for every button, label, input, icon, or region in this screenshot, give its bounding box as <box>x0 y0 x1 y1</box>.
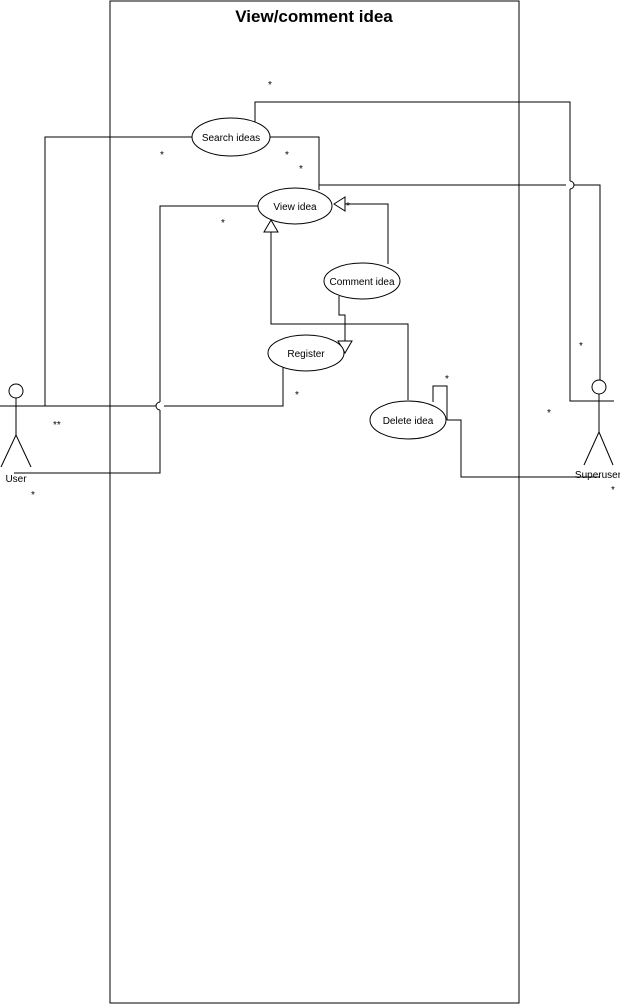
generalization-arrow-register <box>263 219 279 233</box>
multiplicity-label: * <box>31 490 35 501</box>
svg-text:Search ideas: Search ideas <box>202 133 260 144</box>
multiplicity-label: ** <box>53 420 61 431</box>
association-delete-mult <box>432 385 448 420</box>
line-hop-user <box>155 401 161 411</box>
generalization-register-view <box>270 232 409 400</box>
multiplicity-label: * <box>221 218 225 229</box>
multiplicity-label: * <box>299 164 303 175</box>
association-superuser-search <box>254 101 571 181</box>
use-case-view-idea[interactable]: View idea <box>257 187 333 225</box>
association-superuser-search-lower <box>569 189 614 402</box>
use-case-search-ideas[interactable]: Search ideas <box>191 117 271 157</box>
system-boundary <box>109 0 520 1004</box>
use-case-register[interactable]: Register <box>267 334 345 372</box>
multiplicity-label: * <box>268 80 272 91</box>
svg-text:Comment idea: Comment idea <box>329 277 394 288</box>
multiplicity-label: * <box>579 341 583 352</box>
connectors <box>0 101 614 478</box>
association-user-view <box>14 410 161 474</box>
association-superuser-delete <box>447 419 600 478</box>
actor-superuser[interactable]: Superuser <box>575 379 620 481</box>
actor-user-label: User <box>5 474 27 485</box>
association-superuser-view <box>318 184 566 190</box>
multiplicity-label: * <box>445 374 449 385</box>
multiplicity-label: * <box>346 201 350 212</box>
svg-text:Delete idea: Delete idea <box>383 416 434 427</box>
multiplicity-labels: * * * * * * * * ** * * * * <box>31 80 615 501</box>
use-case-delete-idea[interactable]: Delete idea <box>369 400 447 440</box>
association-search-view <box>270 136 320 190</box>
multiplicity-label: * <box>611 485 615 496</box>
association-superuser-view-end <box>574 184 601 380</box>
generalization-arrow-comment <box>333 196 346 212</box>
multiplicity-label: * <box>285 150 289 161</box>
actor-superuser-label: Superuser <box>575 470 620 481</box>
association-comment-register <box>338 296 346 342</box>
association-user-search <box>44 136 192 406</box>
line-hop <box>569 180 575 190</box>
svg-text:Register: Register <box>287 349 325 360</box>
svg-text:View idea: View idea <box>273 202 317 213</box>
diagram-title: View/comment idea <box>235 7 393 26</box>
actor-user[interactable]: User <box>0 383 32 485</box>
association-user-view-upper <box>159 205 258 402</box>
association-user-register-end <box>164 365 284 407</box>
multiplicity-label: * <box>547 408 551 419</box>
multiplicity-label: * <box>295 390 299 401</box>
multiplicity-label: * <box>160 150 164 161</box>
use-case-comment-idea[interactable]: Comment idea <box>323 262 401 300</box>
generalization-comment-view <box>344 203 389 264</box>
